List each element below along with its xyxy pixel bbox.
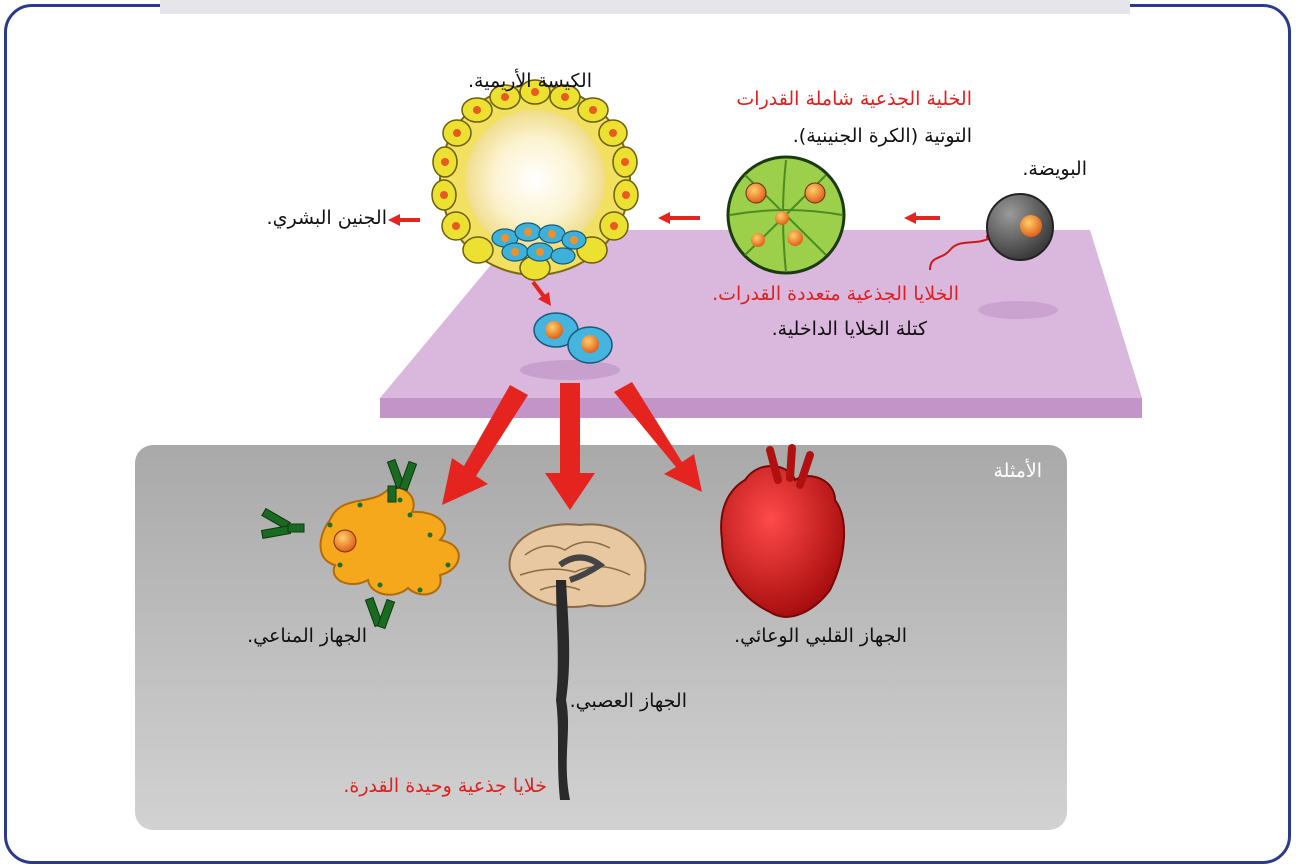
label-examples: الأمثلة: [993, 460, 1042, 483]
label-immune-system: الجهاز المناعي.: [247, 625, 367, 648]
blastocyst-icon: [432, 80, 638, 280]
label-egg: البويضة.: [1022, 158, 1087, 181]
diagram-canvas: [0, 0, 1297, 846]
label-unipotent: خلايا جذعية وحيدة القدرة.: [343, 775, 547, 798]
label-human-embryo: الجنين البشري.: [267, 207, 387, 230]
label-morula: التوتية (الكرة الجنينية).: [793, 125, 972, 148]
label-totipotent-heading: الخلية الجذعية شاملة القدرات: [736, 88, 972, 111]
morula-icon: [728, 157, 844, 273]
label-inner-cell-mass: كتلة الخلايا الداخلية.: [772, 318, 927, 341]
label-cardiovascular-system: الجهاز القلبي الوعائي.: [734, 625, 907, 648]
label-blastocyst: الكيسة الأريمية.: [468, 70, 592, 93]
label-pluripotent-heading: الخلايا الجذعية متعددة القدرات.: [712, 283, 959, 306]
label-nervous-system: الجهاز العصبي.: [570, 690, 687, 713]
